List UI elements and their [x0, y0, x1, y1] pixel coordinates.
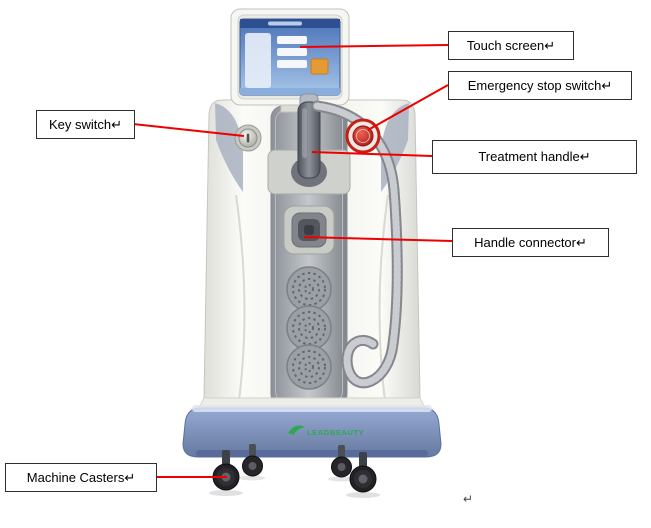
handle-cable	[311, 100, 403, 389]
fan-vents	[286, 266, 332, 390]
paragraph-mark: ↵	[463, 492, 474, 506]
shoulder-accent-left	[215, 103, 243, 192]
fan-vent	[286, 266, 332, 312]
machine-base: LEADBEAUTY	[182, 397, 442, 458]
screen-side-panel	[245, 33, 271, 88]
screen-button	[277, 36, 307, 44]
callout-label-treatment-handle: Treatment handle↵	[432, 140, 637, 174]
callout-label-emergency-stop: Emergency stop switch↵	[448, 71, 632, 100]
caster-wheel	[331, 445, 352, 478]
callout-label-touch-screen: Touch screen↵	[448, 31, 574, 60]
callout-lines	[132, 44, 453, 478]
screen-button	[277, 48, 307, 56]
screen-orange-tile	[310, 58, 329, 75]
screen-button	[277, 60, 307, 68]
caster-wheel	[349, 452, 377, 493]
callout-line-emergency-stop	[367, 84, 449, 131]
callout-line-treatment-handle	[311, 151, 433, 157]
callout-label-handle-connector: Handle connector↵	[452, 228, 609, 257]
callout-line-key-switch	[132, 123, 245, 137]
callout-line-touch-screen	[299, 44, 449, 48]
callout-line-handle-connector	[303, 236, 453, 242]
touch-screen	[230, 8, 350, 113]
callout-label-machine-casters: Machine Casters↵	[5, 463, 157, 492]
treatment-handle	[297, 93, 321, 179]
brand-logo: LEADBEAUTY	[288, 425, 364, 437]
logo-leaf-icon	[288, 425, 305, 435]
handle-connector	[283, 205, 335, 255]
fan-vent	[286, 305, 332, 351]
screen-bottombar	[240, 88, 340, 95]
brand-text: LEADBEAUTY	[307, 428, 364, 437]
emergency-stop-button	[345, 118, 381, 154]
fan-vent	[286, 344, 332, 390]
callout-label-key-switch: Key switch↵	[36, 110, 135, 139]
key-switch-button	[234, 124, 262, 152]
caster-wheel	[242, 444, 263, 477]
